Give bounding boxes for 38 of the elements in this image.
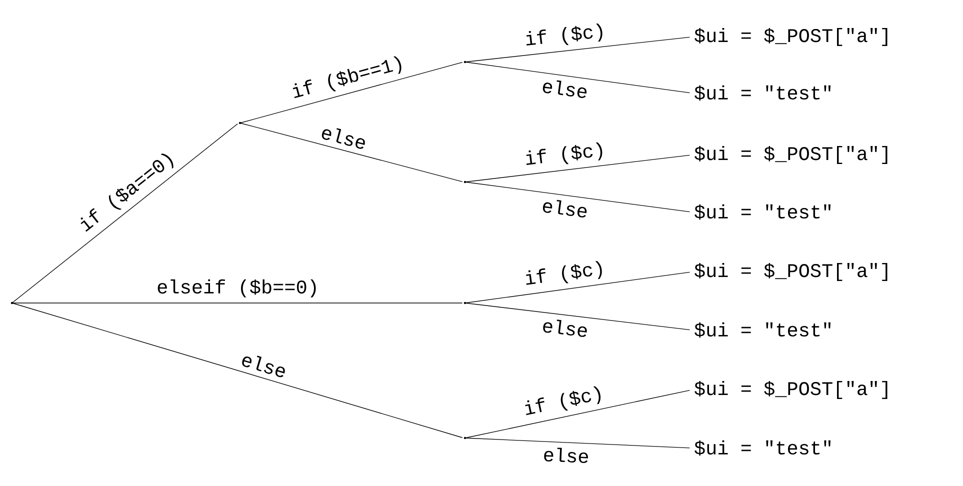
branch-line (464, 182, 690, 212)
edge-label: if ($c) (526, 261, 602, 285)
branch-line (464, 154, 690, 182)
edge-label: else (542, 80, 587, 98)
edge-label: if ($c) (526, 24, 602, 46)
branch-line (464, 36, 690, 62)
leaf-text: $ui = "test" (694, 440, 830, 456)
leaf-text: $ui = $_POST["a"] (694, 146, 888, 164)
branch-line (464, 438, 690, 448)
branch-point (464, 302, 466, 304)
branch-line (464, 272, 690, 304)
edge-label: elseif ($b==0) (158, 279, 316, 298)
leaf-text: $ui = "test" (694, 204, 830, 220)
branch-line (464, 302, 690, 330)
branch-line (12, 302, 463, 304)
branch-point (464, 180, 466, 184)
edge-label: else (322, 128, 365, 149)
branch-line (12, 124, 238, 304)
branch-line (464, 390, 690, 438)
branch-point (10, 302, 14, 304)
branch-line (12, 302, 463, 438)
branch-point (464, 436, 466, 440)
leaf-text: $ui = $_POST["a"] (694, 381, 888, 400)
branch-point (464, 60, 466, 64)
leaf-text: $ui = "test" (694, 322, 830, 338)
leaf-text: $ui = $_POST["a"] (694, 28, 888, 46)
edge-label: else (242, 356, 285, 378)
edge-label: else (544, 448, 588, 464)
branch-line (464, 62, 690, 94)
edge-label: else (543, 320, 587, 337)
edge-label: else (542, 200, 587, 218)
branch-point (238, 122, 242, 124)
leaf-text: $ui = "test" (694, 85, 830, 101)
leaf-text: $ui = $_POST["a"] (694, 263, 888, 282)
branch-line (240, 62, 463, 124)
edge-label: if ($c) (526, 142, 602, 165)
branch-line (240, 122, 463, 182)
edge-label: if ($c) (525, 386, 601, 416)
